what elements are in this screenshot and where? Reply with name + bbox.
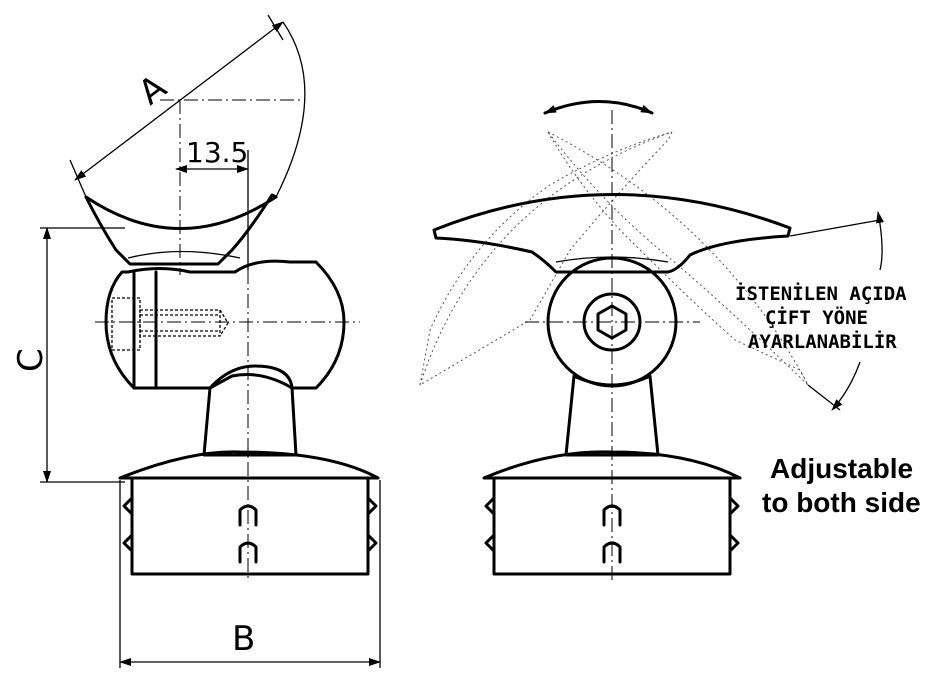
left-view: A 13.5 C B [11, 14, 381, 668]
screw-head-circle [582, 292, 642, 352]
ghost-saddle-left [419, 131, 673, 386]
right-view-left-fins [484, 496, 496, 553]
dim-b-label: B [232, 619, 255, 659]
rotation-arrow [543, 100, 654, 115]
note-en-line1: Adjustable [770, 453, 913, 484]
slot-mark-lower [238, 541, 258, 564]
right-view-right-fins [728, 496, 740, 553]
ghost-arc-left [419, 131, 673, 386]
dim-offset-label: 13.5 [186, 136, 248, 169]
right-base-dome [482, 450, 742, 480]
dim-a-arc [275, 21, 306, 198]
ghost-arc-right [547, 131, 809, 386]
angle-line-top [789, 219, 881, 237]
swivel-head [104, 259, 346, 390]
right-fin-marks [366, 496, 378, 553]
right-slot-mark-lower [602, 541, 622, 564]
note-tr-line2: ÇİFT YÖNE [765, 305, 868, 329]
set-screw [111, 297, 229, 351]
note-tr-line1: İSTENİLEN AÇIDA [735, 281, 907, 305]
right-end-cap-body [492, 476, 732, 576]
left-fin-marks [122, 496, 134, 553]
slot-mark-upper [238, 504, 258, 527]
dim-c-label: C [11, 348, 51, 372]
dim-a-label: A [131, 67, 174, 113]
angle-arrow-bottom [831, 361, 861, 411]
right-saddle [432, 193, 792, 274]
hex-socket-icon [596, 304, 628, 340]
saddle-inner-curve [127, 250, 241, 259]
right-slot-mark-upper [602, 504, 622, 527]
dim-a-line [74, 21, 284, 181]
right-neck [564, 374, 660, 457]
angle-arrow-top [876, 211, 884, 271]
saddle [84, 193, 278, 266]
base-dome [118, 450, 380, 480]
neck [202, 364, 298, 457]
note-en-line2: to both side [762, 487, 921, 518]
note-tr-line3: AYARLANABİLİR [748, 329, 897, 353]
end-cap-body [130, 476, 370, 576]
right-view: İSTENİLEN AÇIDA ÇİFT YÖNE AYARLANABİLİR … [419, 100, 921, 580]
